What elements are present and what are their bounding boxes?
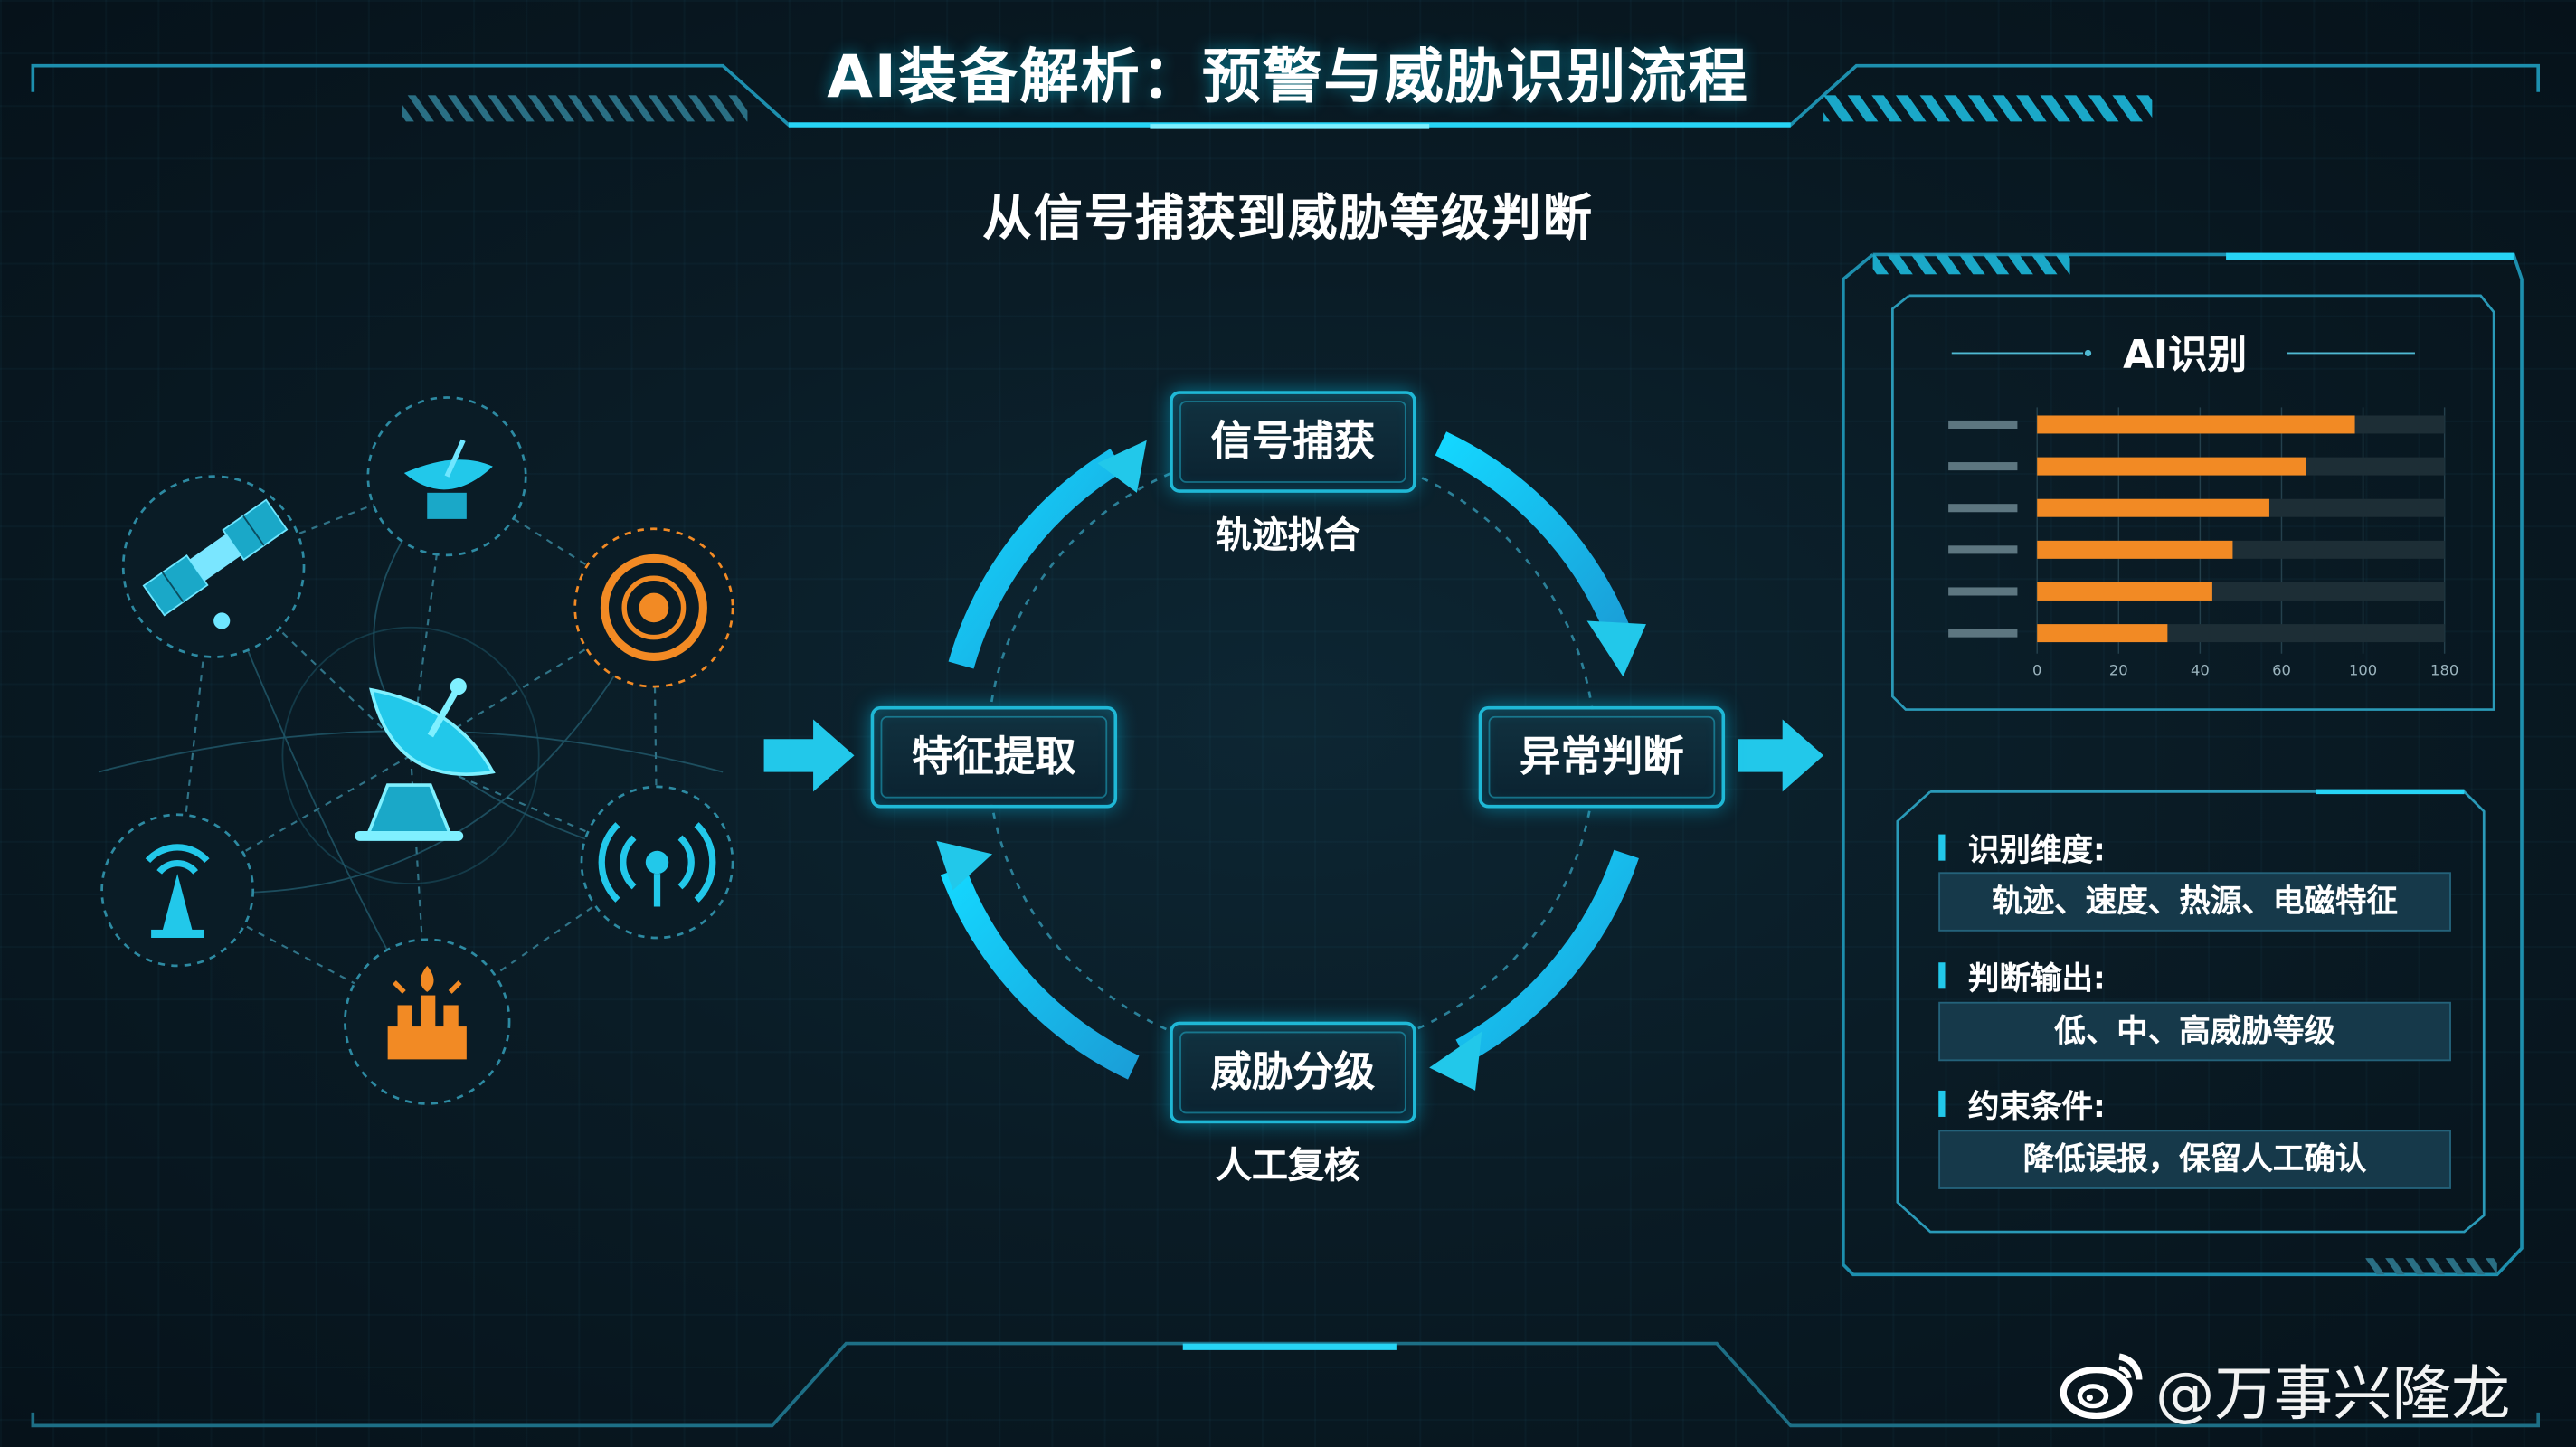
node-anomaly-judgement: 异常判断 (1478, 705, 1726, 809)
node-threat-grading: 威胁分级 (1170, 1021, 1416, 1124)
cycle-arrowhead (1586, 620, 1646, 677)
dim-value-constraint: 降低误报，保留人工确认 (1938, 1130, 2451, 1189)
antenna-tower-icon (100, 813, 255, 968)
chart-tick-label: 20 (2109, 661, 2128, 678)
chart-bar (2037, 540, 2233, 559)
chart-category-label (1948, 420, 2018, 430)
dim-marker (1938, 962, 1946, 989)
dim-head-recognition: 识别维度: (1967, 832, 2106, 869)
chart-category-label (1948, 545, 2018, 554)
caption-trajectory-fit: 轨迹拟合 (1216, 515, 1360, 557)
chart-bar (2037, 624, 2168, 643)
chart-category-label (1948, 462, 2018, 471)
weibo-icon (2060, 1353, 2143, 1420)
fire-icon (344, 938, 511, 1105)
page-subtitle: 从信号捕获到威胁等级判断 (982, 190, 1594, 249)
node-feature-extraction: 特征提取 (870, 705, 1118, 809)
dim-head-output: 判断输出: (1967, 960, 2106, 998)
satellite-icon (121, 475, 306, 658)
chart-bar (2037, 415, 2355, 434)
dim-marker (1938, 834, 1946, 861)
chart-bar (2037, 457, 2306, 476)
chart-tick-label: 0 (2032, 661, 2041, 678)
target-icon (573, 527, 734, 688)
chart-category-label (1948, 629, 2018, 638)
page-title: AI装备解析：预警与威胁识别流程 (827, 44, 1749, 112)
chart-tick-label: 60 (2272, 661, 2291, 678)
caption-manual-review: 人工复核 (1216, 1146, 1360, 1188)
chart-tick-label: 100 (2349, 661, 2377, 678)
chart-bar (2037, 498, 2269, 517)
dim-marker (1938, 1090, 1946, 1117)
radar-dish-icon (366, 396, 527, 557)
chart-bar (2037, 582, 2212, 601)
watermark-text: @万事兴隆龙 (2155, 1361, 2511, 1430)
chart-category-label (1948, 504, 2018, 513)
dim-value-output: 低、中、高威胁等级 (1938, 1001, 2451, 1062)
chart-tick-label: 40 (2191, 661, 2210, 678)
radar-dish-icon (281, 626, 540, 884)
node-signal-capture: 信号捕获 (1170, 391, 1416, 493)
signal-wave-icon (580, 785, 734, 940)
dim-value-recognition: 轨迹、速度、热源、电磁特征 (1938, 872, 2451, 932)
dim-head-constraint: 约束条件: (1967, 1089, 2106, 1126)
chart-tick-label: 180 (2430, 661, 2458, 678)
chart-category-label (1948, 587, 2018, 596)
panel-title: AI识别 (2123, 331, 2248, 378)
